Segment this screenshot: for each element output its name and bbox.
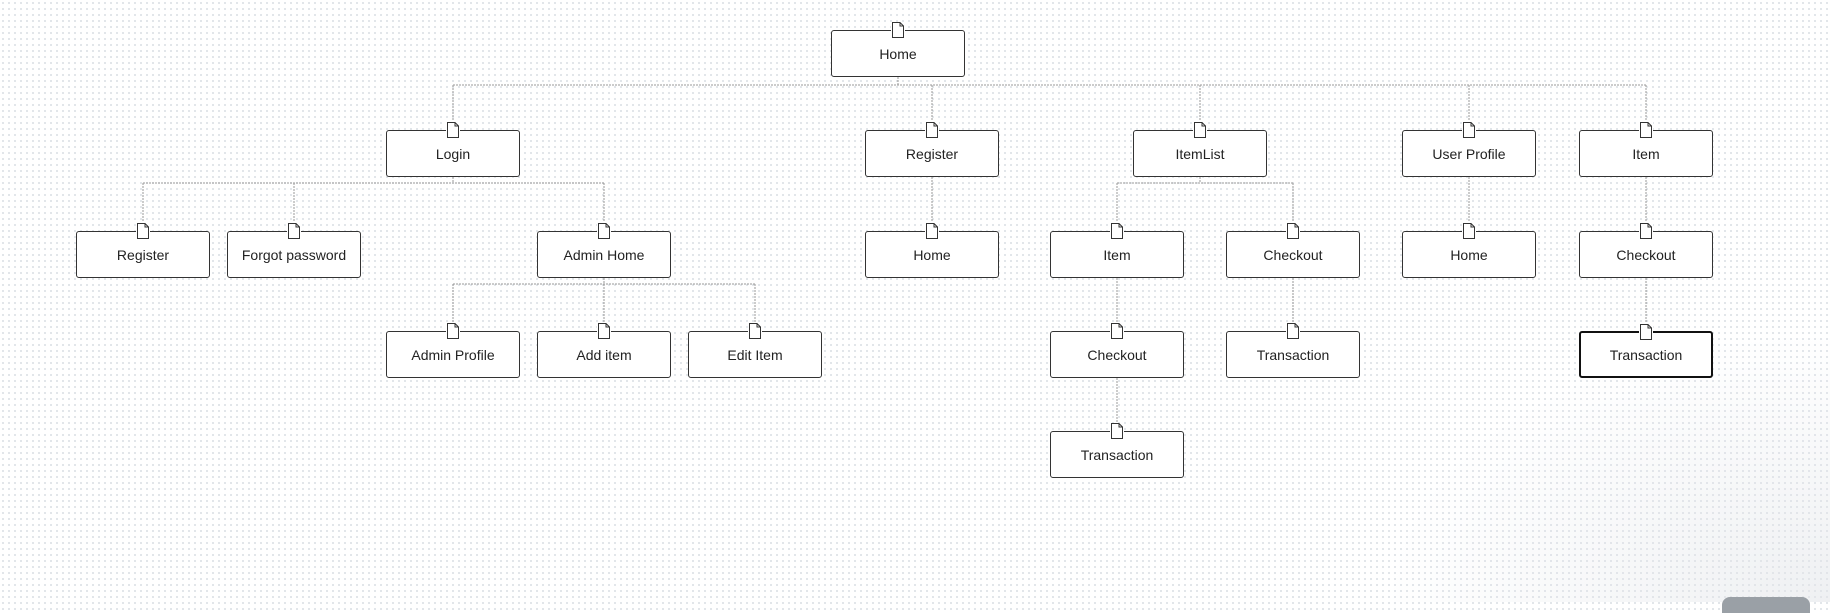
page-icon [1110, 223, 1124, 239]
page-icon [1110, 423, 1124, 439]
page-node-transaction[interactable]: Transaction [1050, 423, 1184, 478]
page-node-label: Register [116, 246, 170, 263]
page-icon [1193, 122, 1207, 138]
page-node-register[interactable]: Register [865, 122, 999, 177]
scroll-tab[interactable] [1722, 597, 1810, 613]
page-node-label: Admin Home [563, 246, 645, 263]
page-node-home[interactable]: Home [831, 22, 965, 77]
page-icon [1639, 122, 1653, 138]
page-icon [891, 22, 905, 38]
page-icon [446, 122, 460, 138]
page-icon [1110, 323, 1124, 339]
page-node-checkout[interactable]: Checkout [1579, 223, 1713, 278]
page-node-label: Item [1632, 145, 1660, 162]
page-icon [1286, 223, 1300, 239]
page-icon [1462, 122, 1476, 138]
page-node-label: Item [1103, 246, 1131, 263]
page-node-item[interactable]: Item [1050, 223, 1184, 278]
page-icon [1639, 324, 1653, 340]
page-icon [1639, 223, 1653, 239]
page-node-login[interactable]: Login [386, 122, 520, 177]
page-node-checkout[interactable]: Checkout [1050, 323, 1184, 378]
page-icon [1286, 323, 1300, 339]
page-node-label: Forgot password [241, 246, 347, 263]
page-node-label: Checkout [1087, 346, 1147, 363]
page-icon [287, 223, 301, 239]
page-icon [925, 223, 939, 239]
page-node-label: ItemList [1175, 145, 1225, 162]
page-node-label: Transaction [1256, 346, 1330, 363]
page-node-forgot-password[interactable]: Forgot password [227, 223, 361, 278]
page-icon [925, 122, 939, 138]
page-node-home[interactable]: Home [865, 223, 999, 278]
page-icon [136, 223, 150, 239]
page-node-edit-item[interactable]: Edit Item [688, 323, 822, 378]
page-node-transaction[interactable]: Transaction [1226, 323, 1360, 378]
page-icon [597, 223, 611, 239]
page-node-home[interactable]: Home [1402, 223, 1536, 278]
page-node-label: Transaction [1080, 446, 1154, 463]
page-node-label: Admin Profile [411, 346, 495, 363]
page-node-label: Home [1450, 246, 1488, 263]
page-node-transaction[interactable]: Transaction [1579, 324, 1713, 378]
page-icon [1462, 223, 1476, 239]
page-node-itemlist[interactable]: ItemList [1133, 122, 1267, 177]
page-node-register[interactable]: Register [76, 223, 210, 278]
page-node-label: User Profile [1432, 145, 1506, 162]
page-node-admin-profile[interactable]: Admin Profile [386, 323, 520, 378]
page-icon [748, 323, 762, 339]
page-node-add-item[interactable]: Add item [537, 323, 671, 378]
page-node-label: Transaction [1609, 346, 1683, 363]
page-node-user-profile[interactable]: User Profile [1402, 122, 1536, 177]
page-node-label: Login [435, 145, 471, 162]
page-node-label: Add item [576, 346, 632, 363]
page-node-label: Checkout [1616, 246, 1676, 263]
page-node-label: Checkout [1263, 246, 1323, 263]
page-node-item[interactable]: Item [1579, 122, 1713, 177]
page-node-checkout[interactable]: Checkout [1226, 223, 1360, 278]
page-node-label: Register [905, 145, 959, 162]
page-node-label: Edit Item [727, 346, 783, 363]
page-icon [597, 323, 611, 339]
page-icon [446, 323, 460, 339]
page-node-label: Home [879, 45, 917, 62]
page-node-label: Home [913, 246, 951, 263]
page-node-admin-home[interactable]: Admin Home [537, 223, 671, 278]
